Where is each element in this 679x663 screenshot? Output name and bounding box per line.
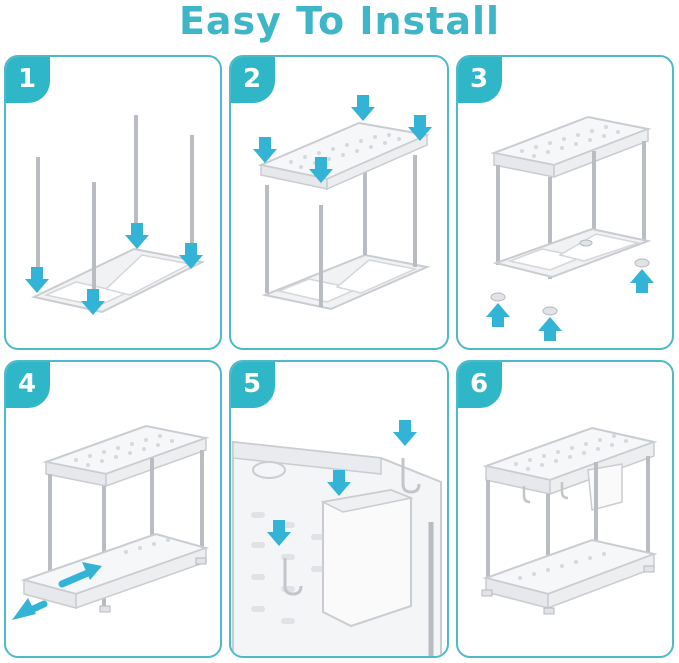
step-3-badge: 3 bbox=[458, 57, 502, 103]
step-2-illustration bbox=[253, 95, 432, 311]
step-5-illustration bbox=[232, 420, 442, 656]
step-4-illustration bbox=[12, 424, 210, 620]
step-4-badge: 4 bbox=[6, 362, 50, 408]
step-6-illustration bbox=[481, 426, 658, 615]
step-6-badge: 6 bbox=[458, 362, 502, 408]
step-6-panel: 6 bbox=[456, 360, 674, 658]
step-1-badge: 1 bbox=[6, 57, 50, 103]
step-5-badge: 5 bbox=[231, 362, 275, 408]
down-arrow-icon bbox=[253, 95, 432, 183]
down-arrow-icon bbox=[267, 420, 417, 546]
step-2-panel: 2 bbox=[229, 55, 449, 350]
step-5-panel: 5 bbox=[229, 360, 449, 658]
step-4-panel: 4 bbox=[4, 360, 222, 658]
step-1-illustration bbox=[25, 115, 206, 315]
down-arrow-icon bbox=[25, 223, 203, 315]
step-3-illustration bbox=[486, 115, 654, 341]
step-3-panel: 3 bbox=[456, 55, 674, 350]
step-1-panel: 1 bbox=[4, 55, 222, 350]
up-arrow-icon bbox=[486, 269, 654, 341]
step-2-badge: 2 bbox=[231, 57, 275, 103]
page-title: Easy To Install bbox=[178, 0, 501, 43]
